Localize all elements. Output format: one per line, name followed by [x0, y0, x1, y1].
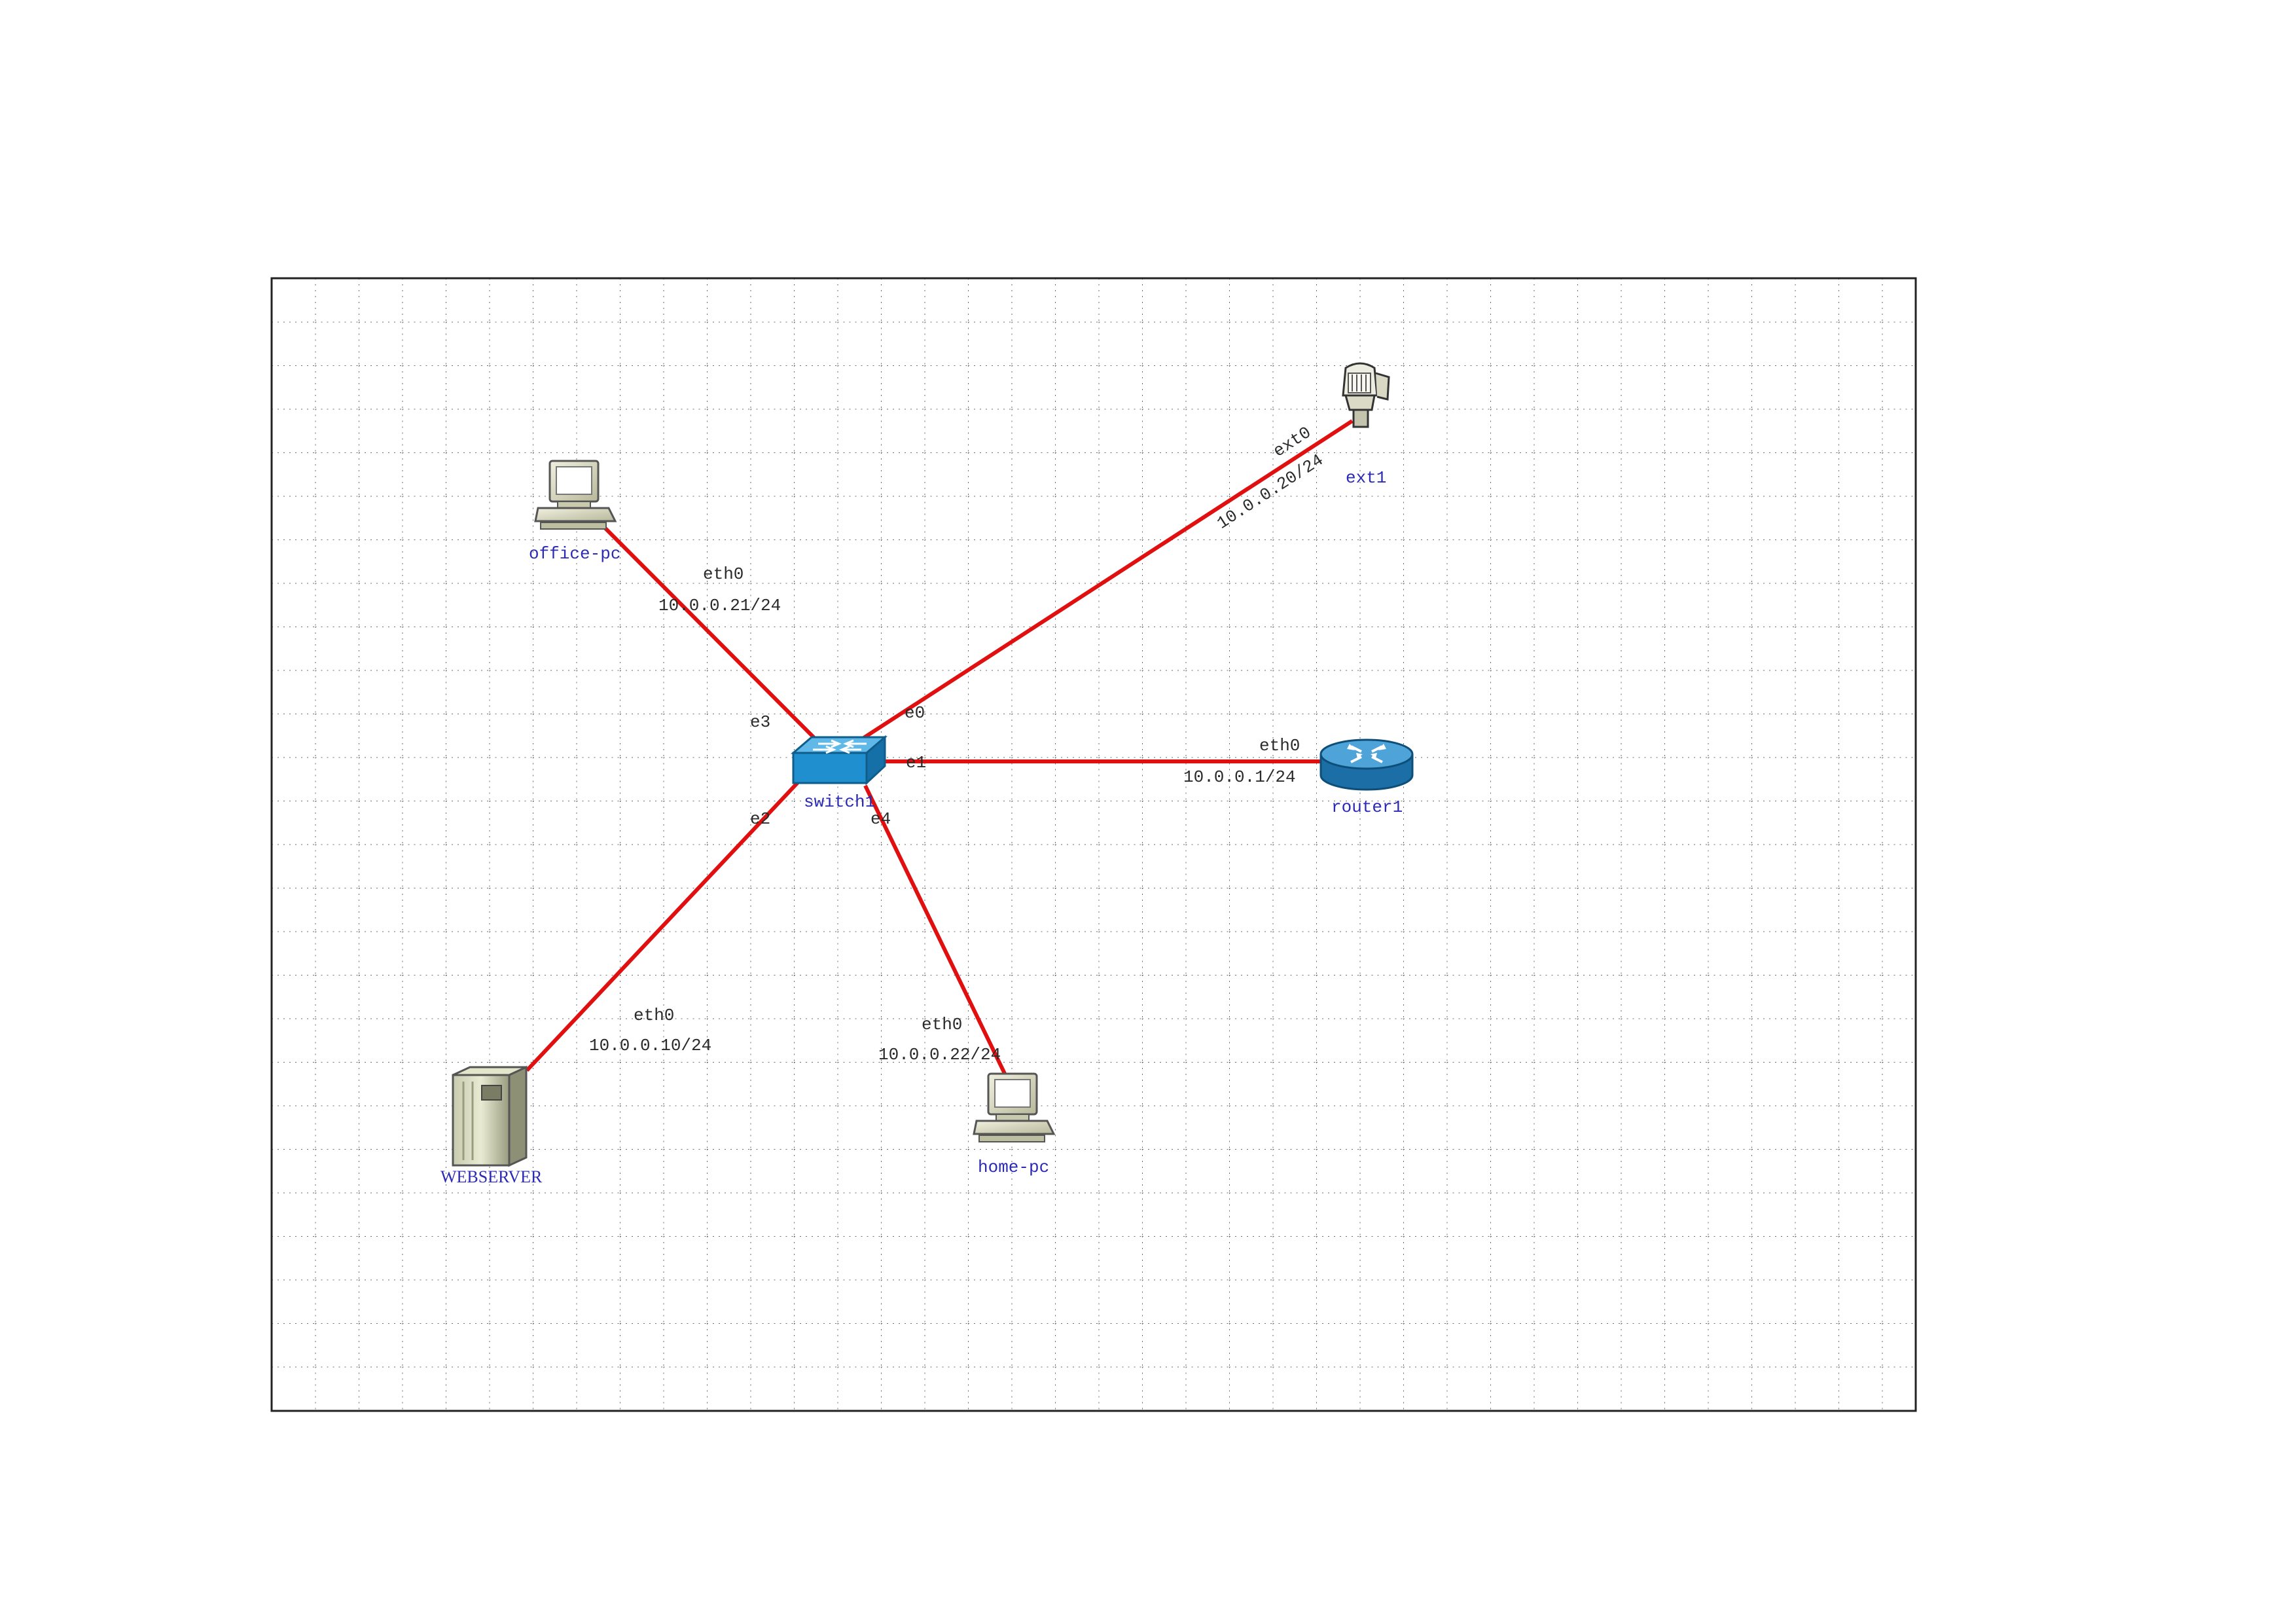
desktop-computer-icon	[973, 1072, 1056, 1142]
node-home-pc[interactable]: home-pc	[973, 1072, 1056, 1177]
switch-port-e4-label: e4	[870, 809, 891, 829]
office-pc-label: office-pc	[529, 544, 620, 564]
desktop-computer-icon	[534, 460, 617, 530]
webserver-iface-label: eth0	[634, 1006, 674, 1025]
switch-port-e0-label: e0	[905, 703, 925, 723]
office-ip-label: 10.0.0.21/24	[658, 596, 781, 615]
link-ext1[interactable]	[861, 419, 1354, 740]
office-iface-label: eth0	[703, 564, 744, 584]
router-ip-label: 10.0.0.1/24	[1183, 767, 1296, 787]
switch-port-e1-label: e1	[906, 753, 926, 773]
switch-port-e3-label: e3	[750, 712, 770, 732]
node-ext1[interactable]: ext1	[1342, 362, 1390, 488]
home-pc-label: home-pc	[978, 1158, 1049, 1177]
router-icon	[1319, 739, 1414, 791]
server-tower-icon	[452, 1065, 528, 1167]
node-router1[interactable]: router1	[1319, 739, 1414, 817]
node-switch1[interactable]: switch1	[790, 735, 888, 812]
link-office-pc[interactable]	[599, 522, 820, 744]
link-webserver[interactable]	[525, 778, 802, 1072]
home-iface-label: eth0	[922, 1015, 962, 1034]
link-home-pc[interactable]	[863, 784, 1010, 1082]
ethernet-plug-icon	[1342, 362, 1390, 428]
links	[525, 419, 1354, 1082]
router1-label: router1	[1331, 797, 1403, 817]
webserver-label: WEBSERVER	[440, 1167, 543, 1186]
switch1-label: switch1	[804, 792, 875, 812]
ext1-label: ext1	[1346, 468, 1386, 488]
webserver-ip-label: 10.0.0.10/24	[589, 1036, 711, 1055]
network-switch-icon	[790, 735, 888, 786]
node-webserver[interactable]: WEBSERVER	[440, 1065, 543, 1186]
router-iface-label: eth0	[1259, 736, 1300, 756]
home-ip-label: 10.0.0.22/24	[878, 1045, 1001, 1065]
node-office-pc[interactable]: office-pc	[529, 460, 620, 564]
switch-port-e2-label: e2	[750, 809, 770, 829]
grid-canvas	[270, 277, 1917, 1412]
